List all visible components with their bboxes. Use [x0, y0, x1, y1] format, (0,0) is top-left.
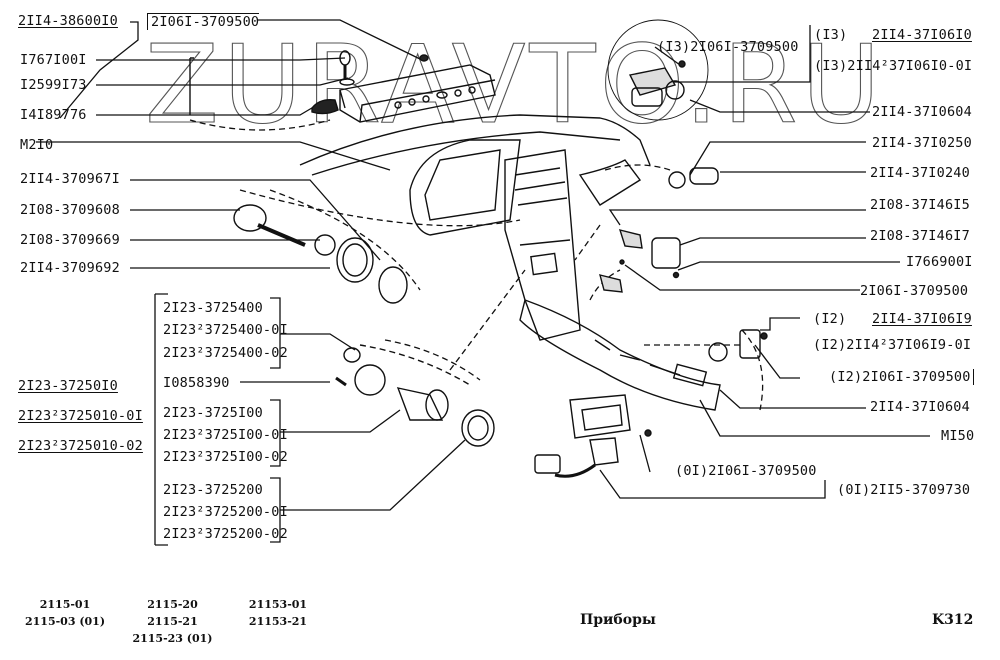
leader-bulb-top	[257, 19, 423, 61]
window-switch	[569, 394, 631, 439]
label-bulb-mid: 2I06I-3709500	[860, 283, 969, 299]
label-14615: 2I08-37I46I5	[870, 197, 970, 213]
label-window-switch: (0I)2II5-3709730	[837, 482, 971, 498]
label-sw-10610: 2II4-37I06I0	[872, 27, 972, 43]
clip-icon	[311, 98, 339, 115]
label-cigar-main-2: 2I23²3725010-02	[18, 438, 143, 454]
label-bulb-top: 2I06I-3709500	[147, 13, 260, 30]
instrument-cluster	[409, 139, 521, 236]
page-title: Приборы	[580, 612, 656, 628]
leader-heater	[59, 21, 139, 119]
label-cigar-a-0: 2I23-3725400	[163, 300, 263, 316]
model-col-1: 2115-01 2115-03 (01)	[25, 596, 105, 630]
leader-screw	[96, 57, 346, 61]
label-bulb-i3: (I3)2I06I-3709500	[657, 39, 799, 55]
label-cigar-main-1: 2I23²3725010-0I	[18, 408, 143, 424]
model-col-3: 21153-01 21153-21	[238, 596, 318, 630]
label-clip: I4I89776	[20, 107, 87, 123]
label-switch-bezel: 2II4-3709692	[20, 260, 120, 276]
center-console	[504, 149, 581, 341]
label-cigar-a-2: 2I23²3725400-02	[163, 345, 288, 361]
label-cigar-single: I0858390	[163, 375, 230, 391]
light-switch	[233, 204, 408, 304]
label-sw-10604-top: 2II4-37I0604	[872, 104, 972, 120]
model: 21153-01	[248, 598, 308, 611]
page-code: K312	[932, 612, 974, 628]
label-switch-knob: 2II4-370967I	[20, 171, 120, 187]
label-cigar-c-1: 2I23²3725200-0I	[163, 504, 288, 520]
label-cigar-c-0: 2I23-3725200	[163, 482, 263, 498]
hazard-switch	[607, 19, 709, 121]
model-col-2: 2115-20 2115-21 2115-23 (01)	[125, 596, 220, 647]
label-cigar-main-0: 2I23-37250I0	[18, 378, 118, 394]
leader-knob	[130, 179, 381, 261]
label-sw-10619-01: (I2)2II4²37I06I9-0I	[813, 337, 972, 353]
cigar-lighter	[335, 344, 495, 447]
label-prefix-i3: (I3)	[814, 27, 848, 43]
model: 2115-03 (01)	[25, 615, 106, 628]
label-10250: 2II4-37I0250	[872, 135, 972, 151]
washer-icon	[339, 78, 355, 86]
model: 2115-23 (01)	[132, 632, 213, 645]
label-heater-panel: 2II4-38600I0	[18, 13, 118, 29]
label-sw-10619: 2II4-37I06I9	[872, 311, 972, 327]
bulb-icon	[419, 54, 429, 62]
heater-control-panel	[311, 50, 496, 123]
floor-console	[519, 299, 721, 411]
label-14617: 2I08-37I46I7	[870, 228, 970, 244]
label-switch-light: 2I08-3709608	[20, 202, 120, 218]
brackets	[189, 57, 194, 115]
label-cigar-c-2: 2I23²3725200-02	[163, 526, 288, 542]
model: 2115-20	[147, 598, 198, 611]
label-prefix-i2: (I2)	[813, 311, 847, 327]
label-cigar-b-0: 2I23-3725I00	[163, 405, 263, 421]
label-mi50: MI50	[941, 428, 975, 444]
label-screw: I767I00I	[20, 52, 87, 68]
leader-washer	[96, 77, 349, 86]
model: 21153-21	[248, 615, 308, 628]
leader-lines	[36, 19, 930, 546]
model: 2115-01	[39, 598, 91, 611]
label-cigar-a-1: 2I23²3725400-0I	[163, 322, 288, 338]
label-bulb-i2: (I2)2I06I-3709500	[829, 369, 974, 385]
label-cigar-b-1: 2I23²3725I00-0I	[163, 427, 288, 443]
dashboard	[299, 114, 721, 411]
label-10240: 2II4-37I0240	[870, 165, 970, 181]
model: 2115-21	[147, 615, 198, 628]
label-sw-10604-bot: 2II4-37I0604	[870, 399, 970, 415]
label-bulb-01: (0I)2I06I-3709500	[675, 463, 817, 479]
label-switch-nut: 2I08-3709669	[20, 232, 120, 248]
right-components	[534, 167, 768, 478]
label-766900: I766900I	[906, 254, 973, 270]
label-washer: I2599I73	[20, 77, 87, 93]
label-sw-10610-01: (I3)2II4²37I06I0-0I	[814, 58, 973, 74]
label-cigar-b-2: 2I23²3725I00-02	[163, 449, 288, 465]
label-m210: M2I0	[20, 137, 54, 153]
